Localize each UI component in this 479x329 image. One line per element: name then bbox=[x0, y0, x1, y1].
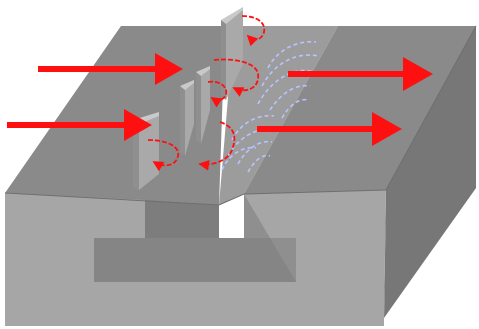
vortex-arrow bbox=[207, 80, 228, 108]
fin bbox=[196, 66, 210, 144]
wake-streamline bbox=[261, 54, 319, 87]
edge-line bbox=[385, 25, 477, 191]
channel-bottom-inner bbox=[94, 238, 296, 282]
vortex-arrow bbox=[198, 121, 236, 171]
wake-streamline bbox=[269, 84, 311, 111]
incoming-flow-arrow bbox=[38, 53, 183, 85]
wake-streamline bbox=[247, 154, 271, 173]
vortex-arrow bbox=[241, 15, 266, 47]
channel-wall-left bbox=[145, 200, 219, 238]
vortex-arrow bbox=[147, 139, 179, 172]
block-side-right bbox=[384, 26, 476, 318]
wake-streamline bbox=[231, 114, 275, 141]
wake-streamline bbox=[257, 69, 315, 105]
outgoing-flow-arrow bbox=[288, 57, 433, 91]
fin bbox=[221, 7, 243, 100]
vortex-arrow bbox=[213, 58, 259, 97]
wake-streamline bbox=[267, 40, 317, 69]
channel-wall-right bbox=[244, 194, 296, 282]
flow-arrows bbox=[7, 53, 433, 146]
outgoing-flow-arrow bbox=[257, 112, 402, 146]
wake-streamlines bbox=[221, 40, 319, 173]
vortex-arrows bbox=[147, 15, 266, 172]
incoming-flow-arrow bbox=[7, 109, 152, 141]
edge-line bbox=[4, 189, 387, 206]
block-front bbox=[5, 190, 386, 326]
fins bbox=[133, 7, 243, 190]
wake-streamline bbox=[281, 98, 309, 119]
fin bbox=[180, 80, 194, 156]
